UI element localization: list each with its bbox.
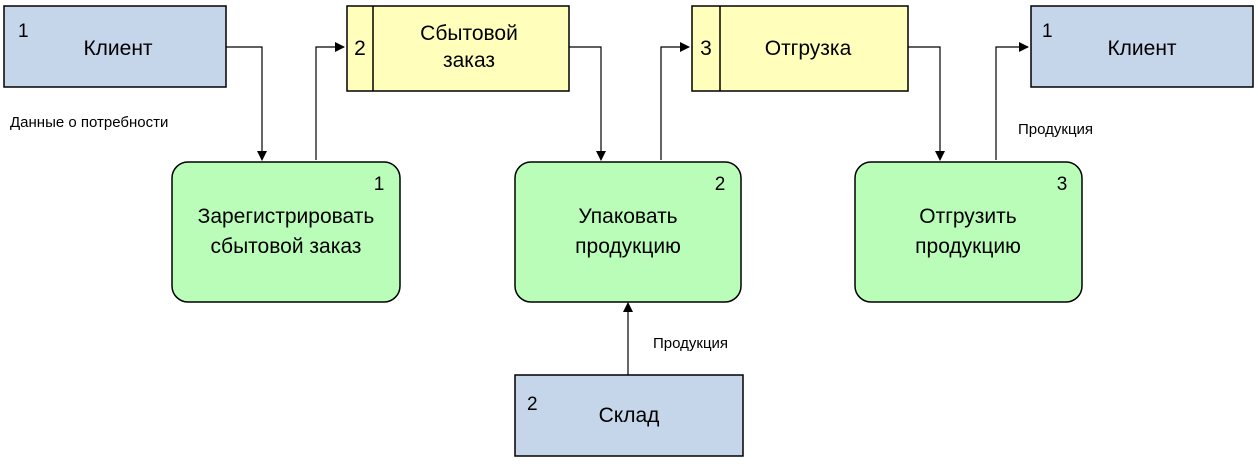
process-pack-products: 2 Упаковать продукцию [514, 161, 742, 303]
process-name-line1: Упаковать [578, 205, 677, 228]
entity-box [1030, 5, 1254, 88]
entity-box [3, 5, 227, 88]
process-number: 3 [1057, 174, 1068, 195]
flow-ship-to-client [995, 42, 1029, 160]
entity-number: 2 [527, 394, 538, 415]
store-name-line2: заказ [443, 49, 495, 72]
flow-lines [226, 42, 1029, 375]
entity-name: Клиент [1107, 37, 1176, 60]
entity-number: 1 [18, 21, 29, 42]
process-name-line1: Зарегистрировать [198, 205, 375, 228]
flow-client-to-register [226, 46, 267, 161]
flow-label-demand-data: Данные о потребности [10, 114, 168, 131]
entity-warehouse: 2 Склад [514, 374, 744, 457]
store-box [691, 5, 909, 92]
process-number: 2 [715, 174, 726, 195]
process-box [514, 161, 742, 303]
entity-client-left: 1 Клиент [3, 5, 227, 88]
flow-shipment-to-ship [908, 46, 945, 161]
store-number: 3 [700, 37, 712, 60]
store-box [346, 5, 570, 92]
store-number: 2 [354, 37, 366, 60]
store-name: Отгрузка [765, 37, 852, 60]
entity-name: Клиент [83, 37, 152, 60]
entity-name: Склад [599, 404, 660, 427]
process-number: 1 [374, 174, 385, 195]
store-shipment: 3 Отгрузка [691, 5, 909, 92]
entity-number: 1 [1042, 21, 1053, 42]
store-name-line1: Сбытовой [420, 22, 518, 45]
flow-pack-to-shipment [660, 42, 690, 160]
entity-client-right: 1 Клиент [1030, 5, 1254, 88]
store-sales-order: 2 Сбытовой заказ [346, 5, 570, 92]
flow-label-products-to-client: Продукция [1018, 121, 1093, 138]
flow-label-products-from-warehouse: Продукция [653, 335, 728, 352]
entity-box [514, 374, 744, 457]
process-name-line1: Отгрузить [919, 205, 1017, 228]
process-name-line2: сбытовой заказ [211, 235, 362, 258]
process-box [171, 161, 401, 303]
flow-register-to-sales-order [315, 42, 345, 160]
process-ship-products: 3 Отгрузить продукцию [854, 161, 1083, 303]
flow-sales-order-to-pack [569, 46, 606, 161]
process-register-order: 1 Зарегистрировать сбытовой заказ [171, 161, 401, 303]
process-box [854, 161, 1083, 303]
process-name-line2: продукцию [575, 235, 681, 258]
process-name-line2: продукцию [915, 235, 1021, 258]
